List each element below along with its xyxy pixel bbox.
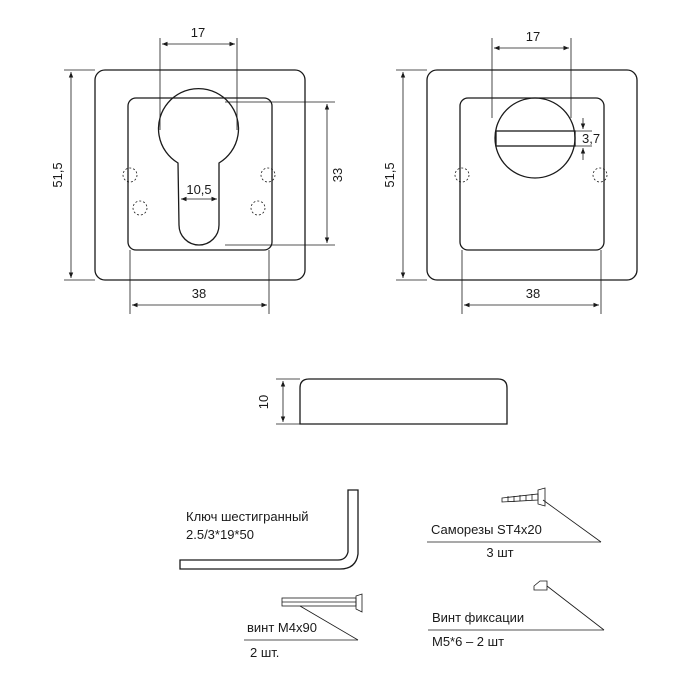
dim-slot-height: 3,7 — [582, 131, 600, 146]
bolt-part: винт М4x90 2 шт. — [244, 593, 363, 660]
screws-part: Саморезы ST4x20 3 шт — [427, 487, 602, 560]
dim-cylinder-height: 51,5 — [50, 162, 65, 187]
mount-hole-icon — [250, 200, 266, 216]
bolt-head — [355, 593, 363, 613]
mount-hole-icon — [592, 167, 608, 183]
dim-cutout-height: 33 — [330, 168, 345, 182]
hex-key-size: 2.5/3*19*50 — [186, 527, 254, 542]
cylinder-rosette: 17 51,5 33 10,5 38 — [50, 25, 345, 314]
hex-key-icon — [179, 489, 359, 570]
screws-qty: 3 шт — [486, 545, 513, 560]
dim-wc-base: 38 — [526, 286, 540, 301]
side-profile — [299, 378, 508, 425]
turn-knob-slot — [495, 130, 576, 147]
mount-hole-icon — [260, 167, 276, 183]
dim-wc-width: 17 — [526, 29, 540, 44]
set-screw-icon — [533, 580, 548, 591]
rosette-outer-plate — [94, 69, 306, 281]
hex-key-label: Ключ шестигранный — [186, 509, 309, 524]
leader-line — [299, 605, 359, 641]
side-view: 10 — [256, 378, 508, 425]
dim-cylinder-base: 38 — [192, 286, 206, 301]
mount-hole-icon — [454, 167, 470, 183]
rosette-inner-plate — [459, 97, 605, 251]
rosette-inner-plate — [127, 97, 273, 251]
mount-hole-icon — [132, 200, 148, 216]
set-screw-part: Винт фиксации M5*6 – 2 шт — [428, 580, 605, 649]
rosette-outer-plate — [426, 69, 638, 281]
set-screw-qty: M5*6 – 2 шт — [432, 634, 504, 649]
leader-line — [546, 585, 605, 631]
wc-rosette: 17 51,5 3,7 38 — [382, 29, 638, 314]
screw-head — [537, 487, 546, 507]
dim-wc-height: 51,5 — [382, 162, 397, 187]
set-screw-label: Винт фиксации — [432, 610, 524, 625]
dim-cylinder-width: 17 — [191, 25, 205, 40]
bolt-qty: 2 шт. — [250, 645, 279, 660]
bolt-label: винт М4x90 — [247, 620, 317, 635]
mount-hole-icon — [122, 167, 138, 183]
leader-line — [542, 499, 602, 543]
cylinder-keyhole — [157, 88, 240, 246]
turn-knob-circle — [494, 97, 576, 179]
dim-slot-width: 10,5 — [186, 182, 211, 197]
dim-thickness: 10 — [256, 395, 271, 409]
hex-key-part: Ключ шестигранный 2.5/3*19*50 — [179, 489, 359, 570]
screws-label: Саморезы ST4x20 — [431, 522, 542, 537]
